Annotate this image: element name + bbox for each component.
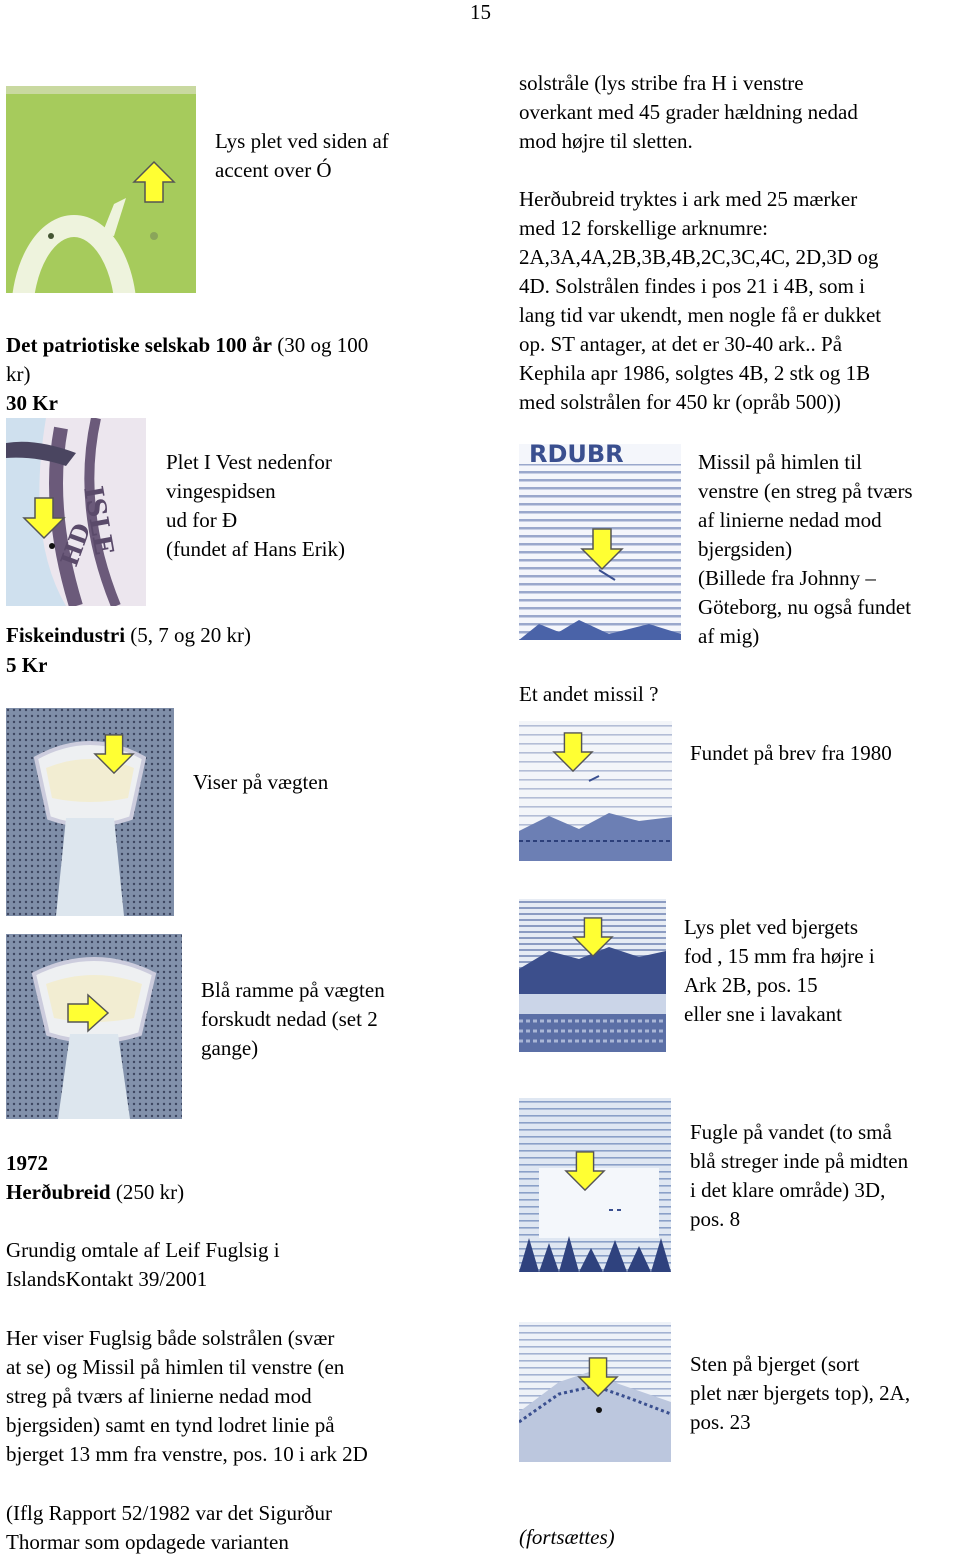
stamp-image-plet: ISLE HD <box>6 418 146 606</box>
caption-andet-missil: Et andet missil ? <box>519 682 659 706</box>
stamp-image-fugle <box>519 1098 671 1272</box>
paragraph-grundig: Grundig omtale af Leif Fuglsig i Islands… <box>6 1238 280 1291</box>
caption-plet: Plet I Vest nedenfor vingespidsen ud for… <box>166 450 346 561</box>
stamp-image-brev <box>519 721 672 861</box>
section-title-bold: Fiskeindustri <box>6 623 126 647</box>
arrow-down-icon <box>580 528 624 571</box>
arrow-up-icon <box>132 160 176 203</box>
caption-sten: Sten på bjerget (sort plet nær bjergets … <box>690 1352 911 1434</box>
caption-viser: Viser på vægten <box>193 770 329 794</box>
stamp-image-accent <box>6 86 196 293</box>
caption-fugle: Fugle på vandet (to små blå streger inde… <box>690 1120 909 1231</box>
section-title-patriotiske: Det patriotiske selskab 100 år (30 og 10… <box>6 331 368 389</box>
stamp-image-viser <box>6 708 174 916</box>
arrow-down-icon <box>552 732 594 773</box>
arrow-down-icon <box>22 497 66 540</box>
section-value-30kr: 30 Kr <box>6 391 58 415</box>
caption-missil: Missil på himlen til venstre (en streg p… <box>698 450 913 648</box>
caption-accent: Lys plet ved siden af accent over Ó <box>215 129 389 182</box>
fortsaettes-note: (fortsættes) <box>519 1525 615 1549</box>
section-title-rest: (30 og 100 kr) <box>6 333 369 386</box>
caption-blaa-ramme: Blå ramme på vægten forskudt nedad (set … <box>201 978 385 1060</box>
arrow-down-icon <box>564 1151 606 1192</box>
arrow-down-icon <box>572 917 614 958</box>
section-title-bold: Herðubreid <box>6 1180 111 1204</box>
section-year-1972: 1972 <box>6 1151 48 1175</box>
section-title-bold: Det patriotiske selskab 100 år <box>6 333 272 357</box>
arrow-right-icon <box>67 993 110 1033</box>
section-title-fiskeindustri: Fiskeindustri (5, 7 og 20 kr) <box>6 621 251 650</box>
svg-text:RDUBR: RDUBR <box>529 444 624 468</box>
caption-fundet-brev: Fundet på brev fra 1980 <box>690 741 892 765</box>
paragraph-her-viser: Her viser Fuglsig både solstrålen (svær … <box>6 1326 368 1466</box>
paragraph-iflg: (Iflg Rapport 52/1982 var det Sigurður T… <box>6 1501 333 1554</box>
stamp-image-sten <box>519 1322 671 1462</box>
section-title-rest: (250 kr) <box>110 1180 185 1204</box>
caption-lys-plet-bjerg: Lys plet ved bjergets fod , 15 mm fra hø… <box>684 915 875 1026</box>
paragraph-solstraale: solstråle (lys stribe fra H i venstre ov… <box>519 71 858 153</box>
arrow-down-icon <box>577 1357 619 1398</box>
section-title-rest: (5, 7 og 20 kr) <box>125 623 252 647</box>
page-number: 15 <box>470 0 491 24</box>
section-title-herdubreid: Herðubreid (250 kr) <box>6 1178 184 1207</box>
section-value-5kr: 5 Kr <box>6 653 48 677</box>
arrow-down-icon <box>93 734 135 775</box>
paragraph-herdubreid: Herðubreid tryktes i ark med 25 mærker m… <box>519 187 882 414</box>
